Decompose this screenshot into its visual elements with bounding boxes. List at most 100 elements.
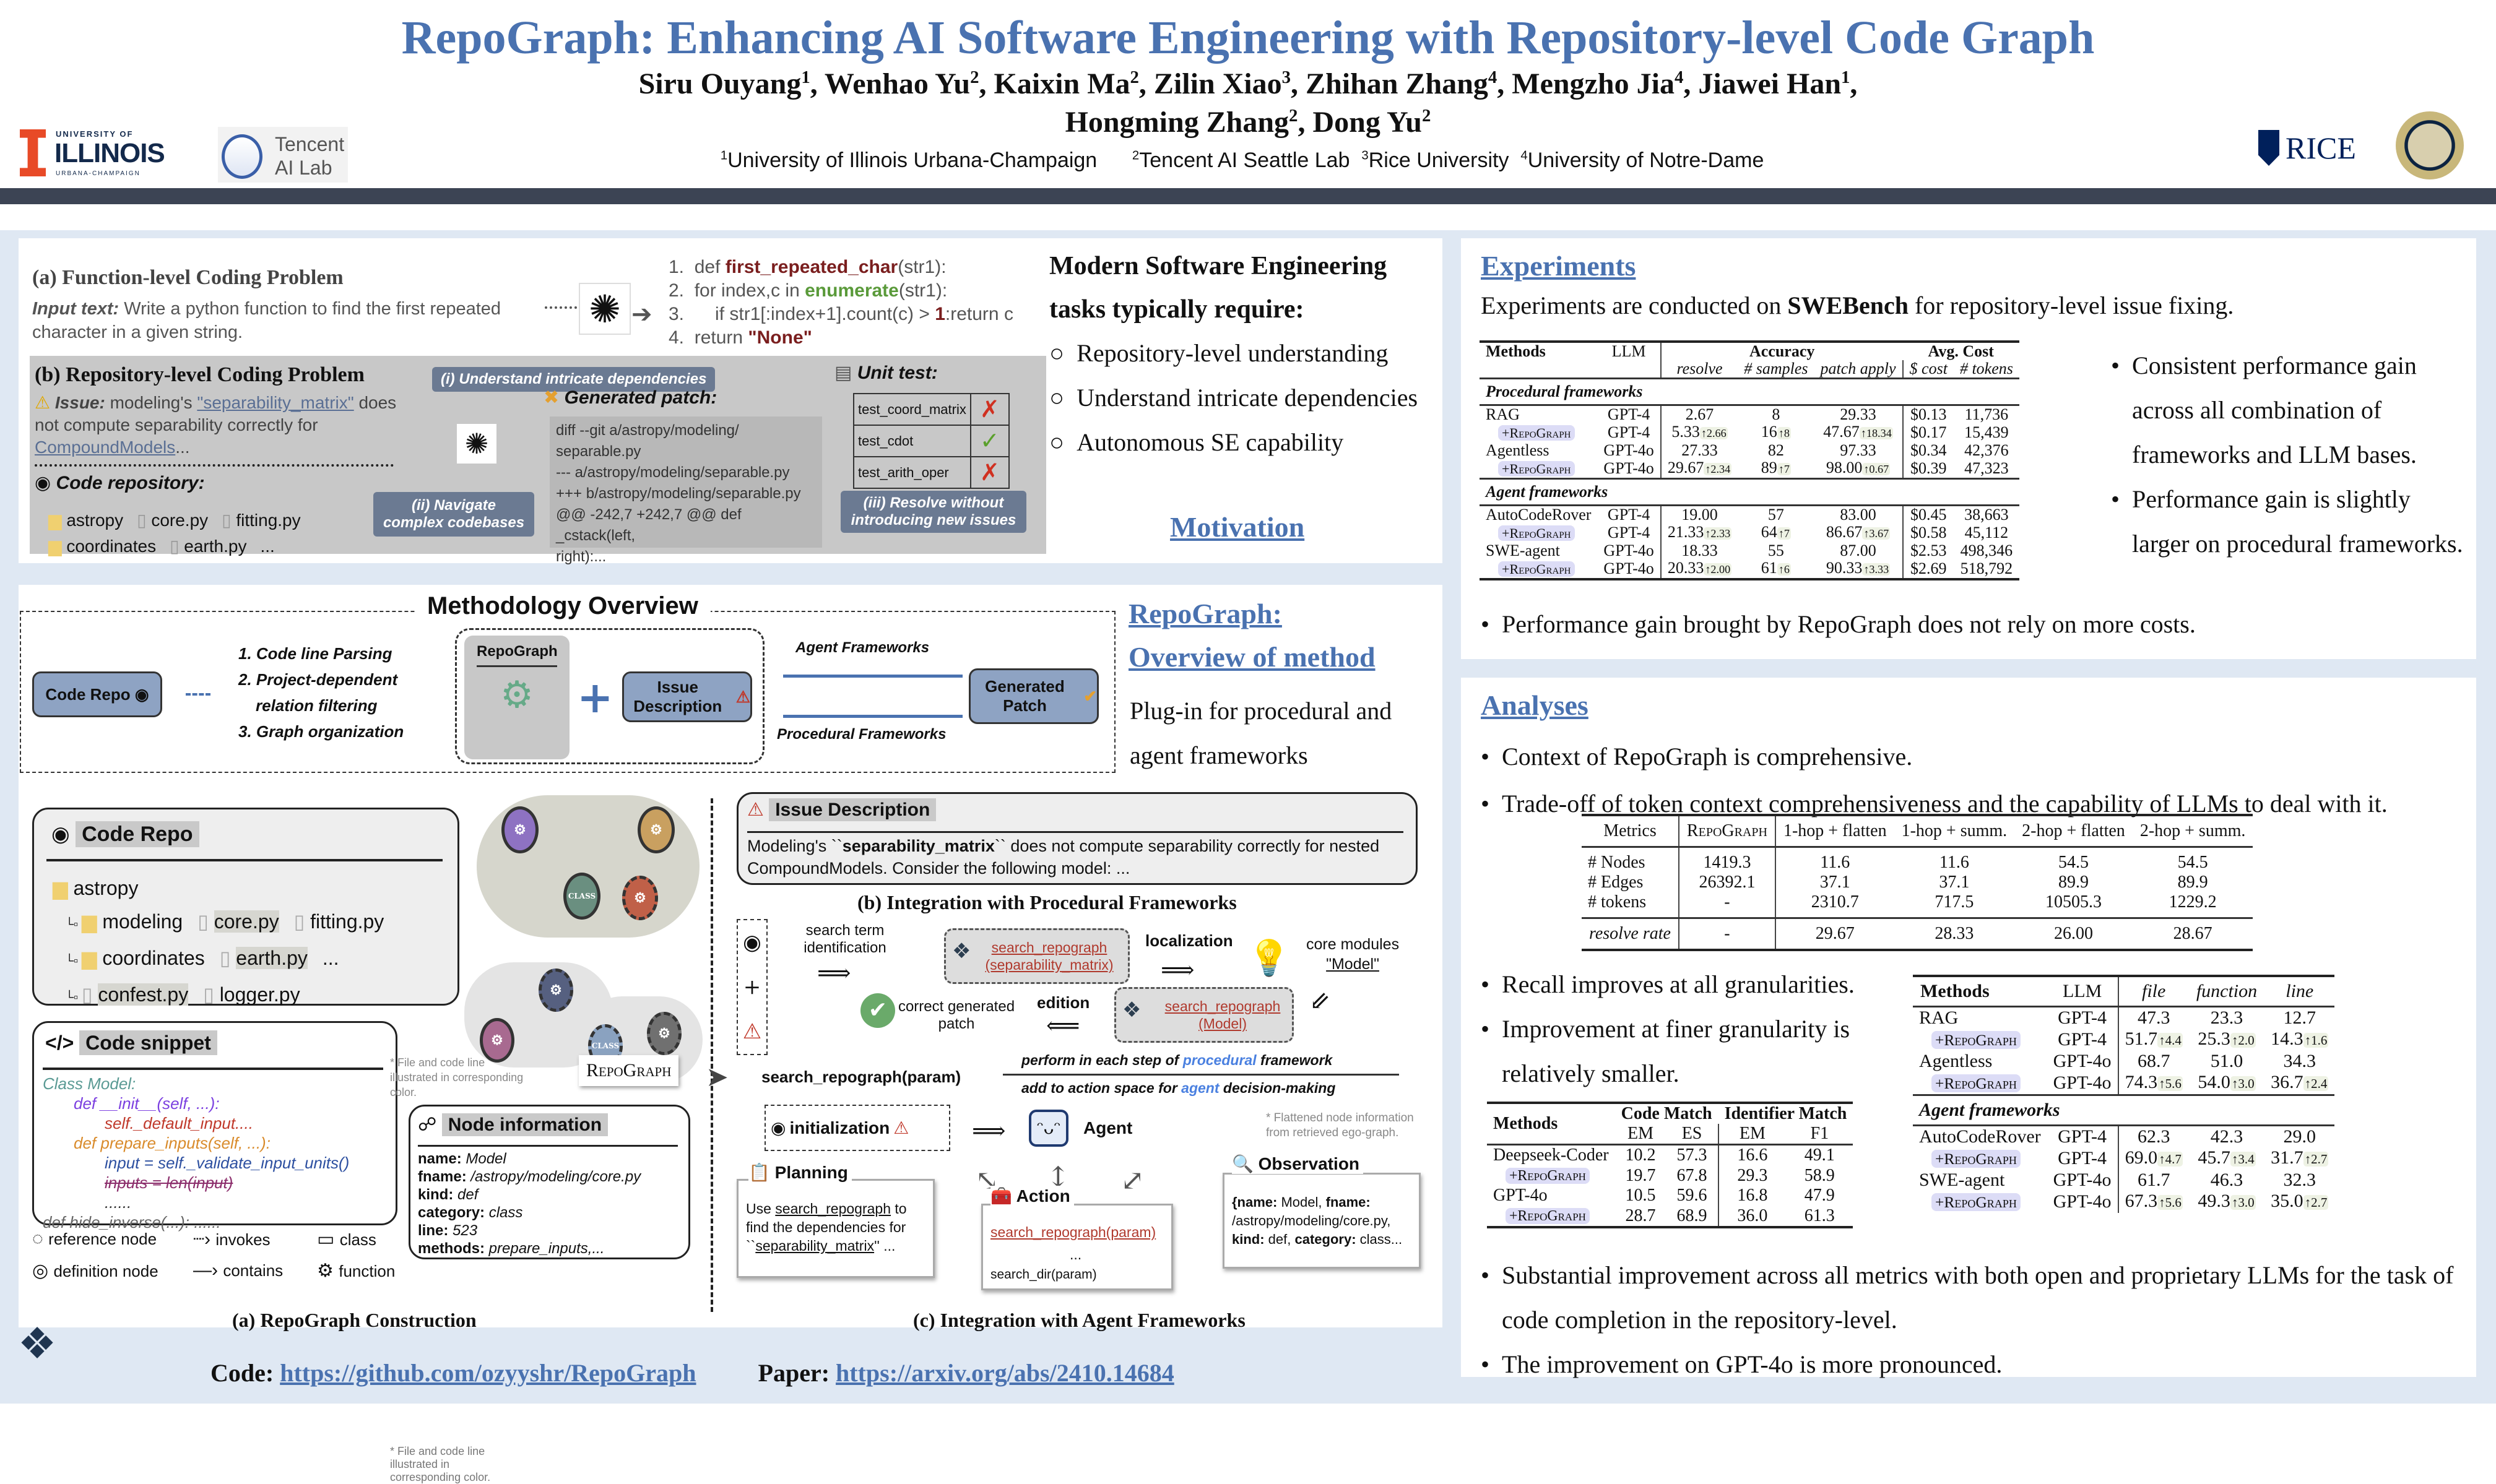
- value: 31.7: [2271, 1147, 2303, 1168]
- action-dots: ...: [1070, 1246, 1082, 1262]
- code-text: def: [694, 257, 726, 277]
- github-octocat-icon: ◉: [743, 930, 761, 955]
- action-call-2: search_dir(param): [990, 1267, 1097, 1282]
- header-2: file: [2117, 976, 2189, 1007]
- line-number: 3.: [669, 304, 695, 324]
- bullet-dot: •: [1481, 1015, 1490, 1043]
- poster-title: RepoGraph: Enhancing AI Software Enginee…: [401, 12, 2095, 64]
- value-cell: $0.13: [1902, 405, 1954, 423]
- repograph-badge: +RepoGraph: [1931, 1193, 2021, 1211]
- repograph-block: RepoGraph ⚙: [464, 636, 570, 759]
- repograph-badge: +RepoGraph: [1498, 561, 1575, 577]
- header-0: Metrics: [1603, 821, 1657, 840]
- value: 8: [1772, 405, 1780, 423]
- code-snippet-line: input = self._validate_input_units(): [105, 1154, 350, 1172]
- value: $0.58: [1910, 524, 1947, 541]
- planning-link2[interactable]: separability_matrix: [755, 1238, 875, 1254]
- node-info-field: kind: def: [418, 1186, 641, 1204]
- perform-pre: perform in each step of: [1021, 1052, 1183, 1068]
- paper-link[interactable]: https://arxiv.org/abs/2410.14684: [836, 1359, 1174, 1387]
- input-text-label: Input text:: [32, 299, 119, 319]
- dotted-divider: [35, 464, 394, 467]
- code-text: (str1):: [898, 257, 947, 277]
- flattened-note: * Flattened node information from retrie…: [1266, 1111, 1414, 1139]
- value-cell: 58.9: [1804, 1165, 1835, 1185]
- node-info-key: category:: [418, 1204, 489, 1221]
- analyses-title: Analyses: [1481, 689, 1588, 721]
- issue-link-compound[interactable]: CompoundModels: [35, 438, 176, 457]
- node-info-field: fname: /astropy/modeling/core.py: [418, 1168, 641, 1186]
- value: $2.69: [1910, 559, 1947, 577]
- code-line: 4. return "None": [669, 326, 1013, 350]
- value: 51.0: [2210, 1051, 2243, 1071]
- intro-pre: Experiments are conducted on: [1481, 291, 1788, 319]
- value: 61: [1761, 559, 1777, 577]
- agent-arrow: [783, 675, 963, 678]
- motivation-panel: (a) Function-level Coding Problem Input …: [19, 238, 1442, 565]
- circle-bullet-icon: ○: [1049, 384, 1065, 412]
- author-affiliation-mark: 2: [1289, 106, 1298, 126]
- analyses-panel: Analyses •Context of RepoGraph is compre…: [1461, 678, 2476, 1378]
- value-cell: 74.3↑5.6: [2117, 1072, 2189, 1095]
- code-highlight: "None": [748, 327, 812, 348]
- llm-cell: GPT-4o: [2053, 1191, 2112, 1212]
- node-info-field: category: class: [418, 1204, 641, 1222]
- legend-label: reference node: [48, 1230, 157, 1248]
- value: 47,323: [1964, 459, 2009, 477]
- value-cell: 10.2: [1625, 1145, 1656, 1165]
- repograph-label: RepoGraph: [477, 643, 558, 667]
- issue-link-separability[interactable]: "separability_matrix": [197, 393, 354, 412]
- gain-badge: ↑2.7: [2303, 1195, 2329, 1210]
- gain-badge: ↑5.6: [2157, 1195, 2183, 1210]
- author-name: Zhihan Zhang: [1306, 67, 1488, 100]
- group-row: Agent frameworks: [1913, 1095, 2335, 1126]
- value: 57: [1767, 506, 1784, 524]
- value-cell: 34.3: [2264, 1051, 2334, 1072]
- node-info-field: line: 523: [418, 1222, 641, 1240]
- legend-label: invokes: [215, 1230, 271, 1249]
- agent-label: Agent: [1083, 1118, 1133, 1137]
- unit-test-row: test_coord_matrix✗: [853, 393, 1010, 426]
- tree-item-name: modeling: [102, 910, 183, 933]
- node-info-key: fname:: [418, 1168, 471, 1185]
- value: 35.0: [2271, 1191, 2303, 1211]
- card-divider: [43, 1068, 383, 1070]
- repograph-tag: RepoGraph: [579, 1055, 679, 1086]
- value-cell: 16↑8: [1738, 423, 1814, 442]
- code-link[interactable]: https://github.com/ozyyshr/RepoGraph: [280, 1359, 696, 1387]
- construction-step: 1. Code line Parsing: [238, 644, 392, 663]
- experiments-bottom-bullet: • Performance gain brought by RepoGraph …: [1481, 610, 2196, 638]
- issue-text: ⚠ Issue: modeling's "separability_matrix…: [35, 392, 400, 459]
- github-icon: ◉: [35, 473, 51, 493]
- node-info-value: class: [488, 1204, 523, 1221]
- code-snippet-line: def __init__(self, ...):: [74, 1094, 220, 1113]
- value: 15,439: [1964, 423, 2009, 441]
- gain-badge: ↑2.00: [1704, 563, 1732, 576]
- patch-check-icon: ✔: [1083, 686, 1097, 705]
- recall-bullet: •Improvement at finer granularity is rel…: [1481, 1007, 1914, 1096]
- construction-step: 2. Project-dependent: [238, 670, 398, 689]
- edition-label: edition: [1037, 993, 1090, 1012]
- analysis-bullet-text: Trade-off of token context comprehensive…: [1502, 790, 2388, 817]
- repograph-mini-graph-icon: ⚙: [500, 673, 534, 717]
- add-post: decision-making: [1219, 1080, 1336, 1096]
- issue-description-card: ⚠ Issue Description Modeling's ``separab…: [737, 792, 1418, 885]
- metric-name: # Nodes: [1588, 853, 1645, 872]
- perform-divider: [1003, 1074, 1399, 1076]
- gain-badge: ↑1.6: [2303, 1033, 2329, 1048]
- llm-cell: GPT-4: [1607, 506, 1650, 524]
- value-cell: 45.7↑3.4: [2189, 1147, 2264, 1170]
- card-divider: [46, 859, 443, 861]
- method-side-text: Plug-in for procedural and agent framewo…: [1130, 697, 1392, 769]
- motivation-bullet-text: Repository-level understanding: [1077, 339, 1389, 367]
- value-cell: 47.67↑18.34: [1814, 423, 1903, 442]
- planning-link[interactable]: search_repograph: [775, 1201, 891, 1217]
- method-cell: Deepseek-Coder: [1493, 1145, 1609, 1165]
- method-cell: SWE-agent: [1919, 1170, 2005, 1190]
- value-cell: $2.69: [1902, 559, 1954, 579]
